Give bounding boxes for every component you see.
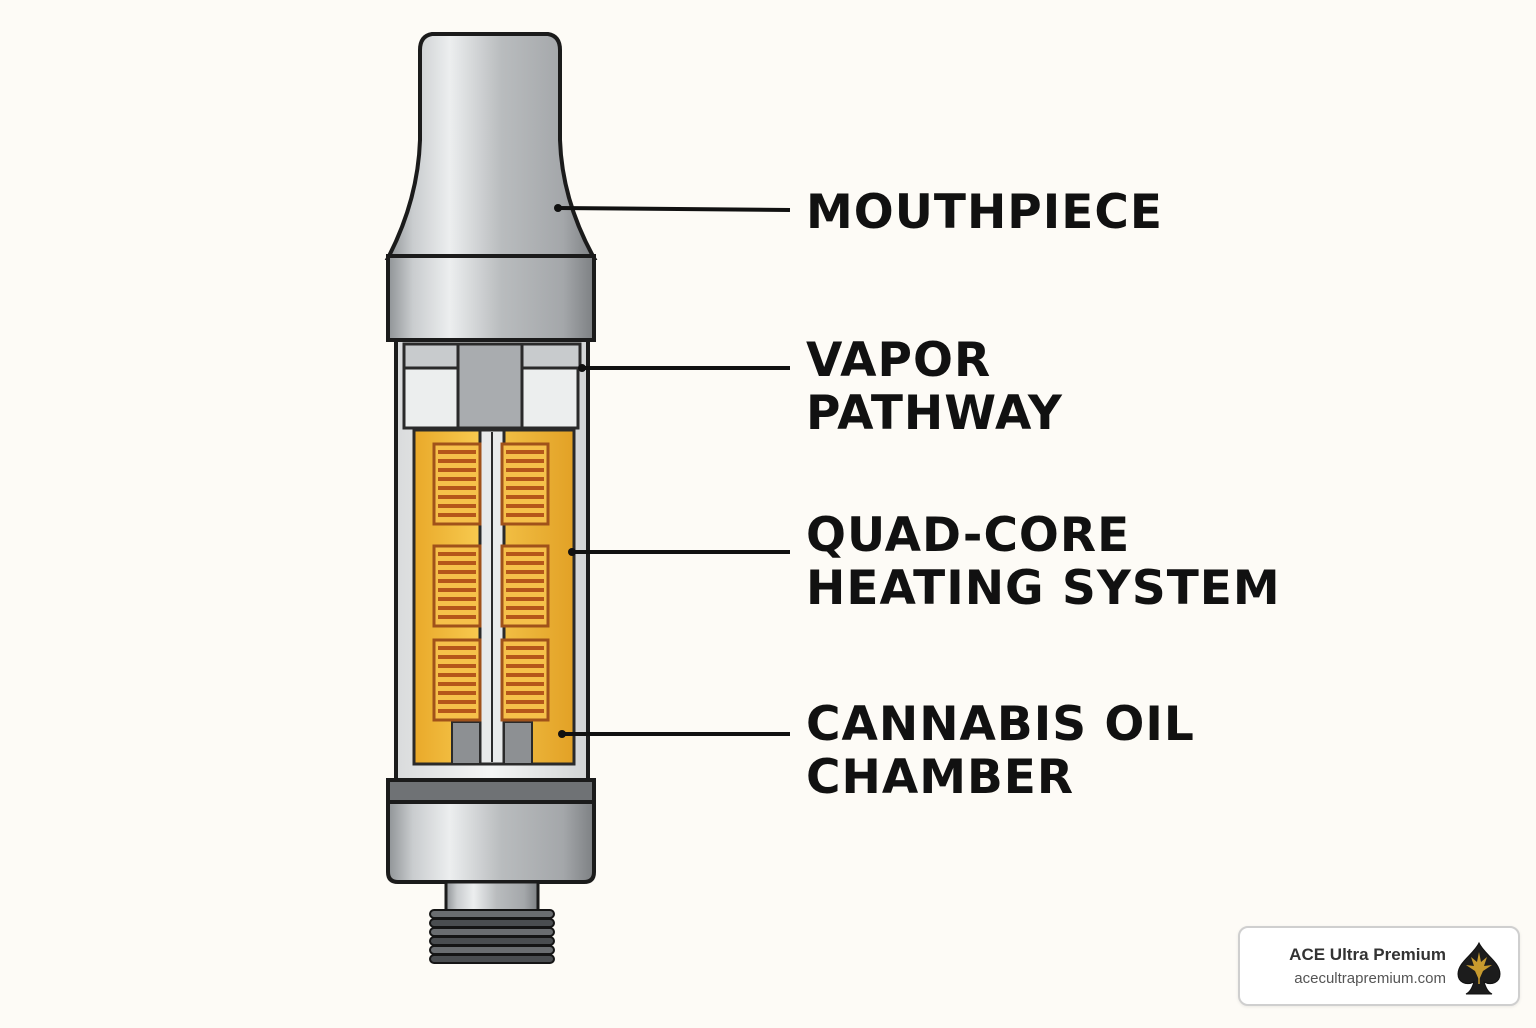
label-heating-system-line-1: QUAD-CORE [806, 508, 1131, 563]
mouthpiece-part [384, 32, 598, 342]
label-heating-system-line-2: HEATING SYSTEM [806, 561, 1281, 616]
thread-ring [429, 909, 555, 919]
label-oil-chamber-line-2: CHAMBER [806, 750, 1075, 805]
label-mouthpiece-line-1: MOUTHPIECE [806, 185, 1163, 240]
badge-url[interactable]: acecultrapremium.com [1294, 970, 1446, 987]
spade-leaf-icon [1457, 941, 1501, 995]
coil-pad [432, 544, 482, 628]
leader-line-mouthpiece [557, 206, 791, 212]
label-heating-system: QUAD-CORE HEATING SYSTEM [806, 509, 1281, 615]
heating-coils [432, 442, 550, 722]
thread-ring [429, 918, 555, 928]
label-mouthpiece: MOUTHPIECE [806, 186, 1163, 239]
coil-pad [432, 442, 482, 526]
coil-pad [432, 638, 482, 722]
coil-pad [500, 442, 550, 526]
coil-pad [500, 638, 550, 722]
label-oil-chamber: CANNABIS OIL CHAMBER [806, 698, 1195, 804]
coil-pad [500, 544, 550, 628]
base-part [386, 778, 596, 914]
leader-lines [554, 204, 791, 738]
badge-title: ACE Ultra Premium [1289, 945, 1446, 964]
threaded-connector [429, 909, 555, 964]
thread-ring [429, 954, 555, 964]
label-oil-chamber-line-1: CANNABIS OIL [806, 697, 1195, 752]
brand-badge[interactable]: ACE Ultra Premium acecultrapremium.com [1238, 926, 1520, 1006]
thread-ring [429, 927, 555, 937]
label-vapor-pathway-line-1: VAPOR [806, 333, 992, 388]
label-vapor-pathway-line-2: PATHWAY [806, 386, 1063, 441]
thread-ring [429, 936, 555, 946]
thread-ring [429, 945, 555, 955]
label-vapor-pathway: VAPOR PATHWAY [806, 334, 1063, 440]
